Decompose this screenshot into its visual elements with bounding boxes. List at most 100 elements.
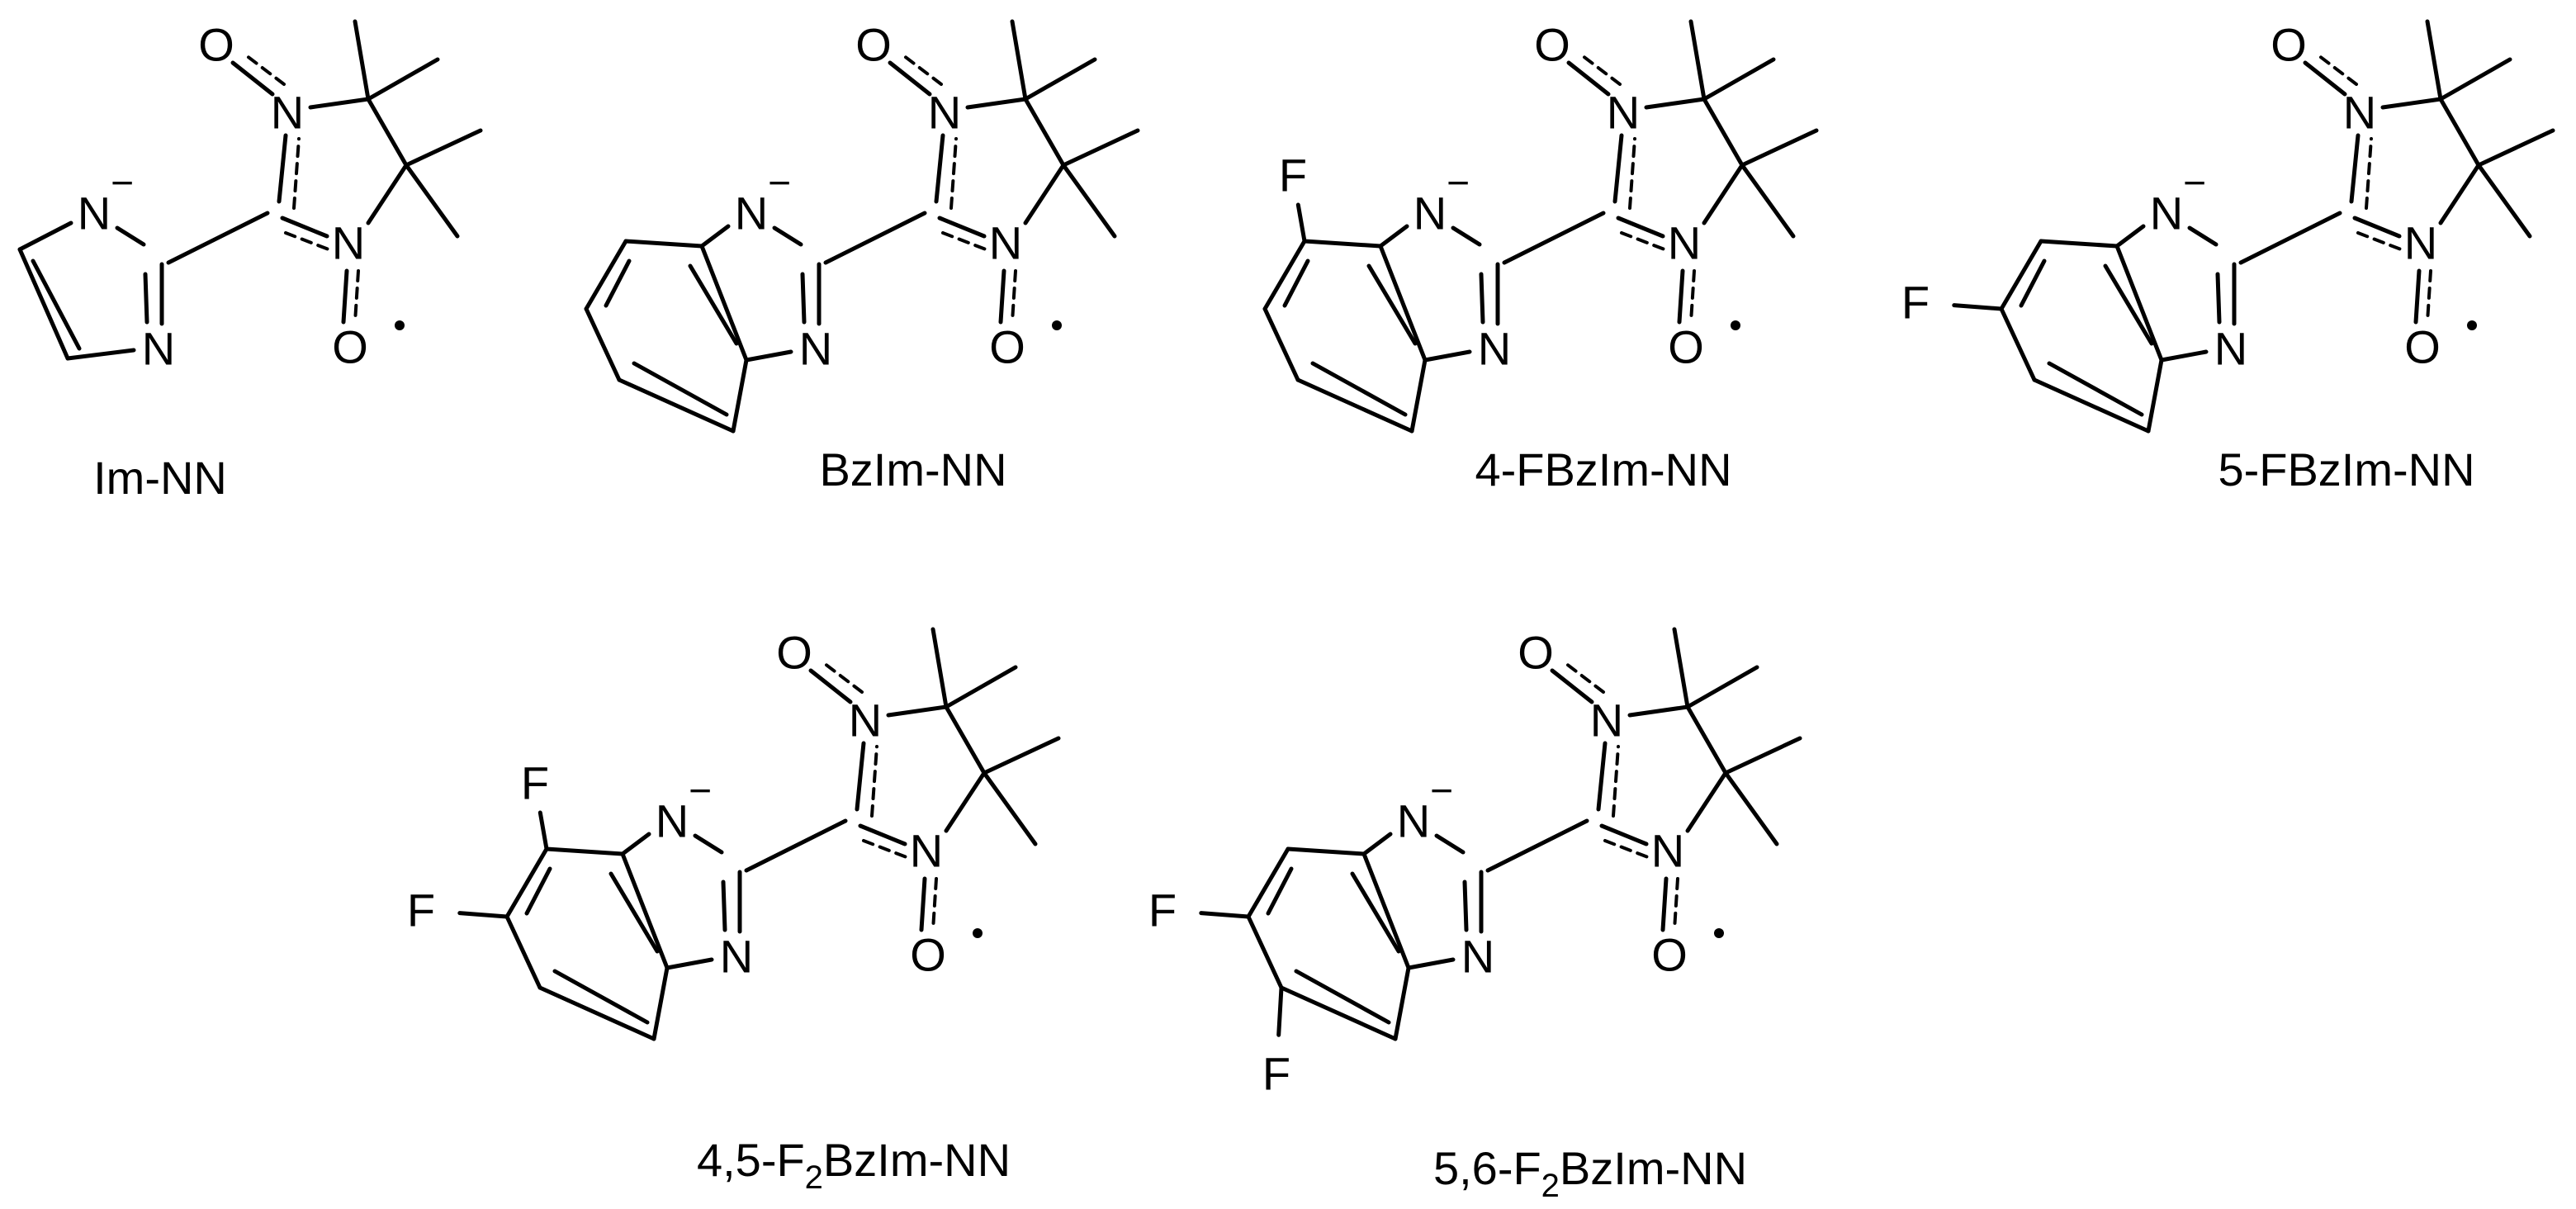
bond <box>937 216 987 239</box>
caption-part: 5,6-F <box>1433 1142 1541 1194</box>
bond <box>1295 377 1414 434</box>
bond <box>1479 272 1485 325</box>
bond <box>808 668 853 704</box>
bond <box>620 832 651 856</box>
bond <box>1702 97 1745 168</box>
nitrogen-atom: N <box>332 217 365 269</box>
bond <box>2114 244 2164 363</box>
methyl-bond <box>1723 770 1779 846</box>
bond <box>2146 358 2164 434</box>
bond <box>1023 97 1066 168</box>
bond <box>632 361 729 417</box>
nitrogen-atom: N <box>1461 931 1494 983</box>
fluorine-atom: F <box>407 884 435 936</box>
bond <box>277 133 288 204</box>
fluorine-bond <box>537 810 549 851</box>
bond <box>1423 349 1472 363</box>
oxygen-atom: O <box>2271 19 2307 71</box>
bond <box>230 60 275 97</box>
oxygen-atom: O <box>989 321 1025 373</box>
bond <box>623 239 704 249</box>
bond <box>544 846 625 856</box>
bond <box>2187 225 2218 247</box>
bond <box>651 965 670 1041</box>
fluorine-atom: F <box>1262 1048 1290 1100</box>
bond <box>772 225 803 247</box>
bond <box>1462 879 1469 932</box>
nitrogen-atom: N <box>989 217 1022 269</box>
bond <box>2380 97 2443 110</box>
delocalized-bond <box>1577 51 1622 86</box>
nitrogen-atom: N <box>1397 795 1430 847</box>
bond <box>1246 914 1284 990</box>
delocalized-bond <box>2426 269 2432 324</box>
delocalized-bond <box>941 231 987 251</box>
delocalized-bond <box>931 877 938 932</box>
methyl-bond <box>930 627 949 709</box>
fluorine-atom: F <box>521 757 549 809</box>
methyl-bond <box>404 128 483 168</box>
imidazolate-ring: N−N <box>735 162 832 375</box>
linking-bond <box>1502 211 1606 265</box>
bond <box>1550 668 1594 704</box>
bond <box>699 224 731 249</box>
bond <box>2019 258 2047 308</box>
delocalized-bond <box>898 51 943 86</box>
caption-subscript: 2 <box>805 1159 823 1196</box>
bond <box>2438 163 2481 225</box>
nitrogen-atom: N <box>78 187 111 239</box>
bond <box>2039 239 2119 249</box>
negative-charge: − <box>111 162 134 206</box>
bond <box>537 985 656 1041</box>
fluorine-atom: F <box>1901 277 1930 329</box>
delocalized-bond <box>353 269 360 324</box>
nitrogen-atom: N <box>271 87 304 139</box>
bond <box>1660 876 1669 932</box>
bond <box>858 823 907 846</box>
nitrogen-atom: N <box>1668 217 1701 269</box>
bond <box>965 97 1028 110</box>
oxygen-atom: O <box>2404 321 2441 373</box>
nitrogen-atom: N <box>1607 87 1640 139</box>
bond <box>1616 216 1665 239</box>
imidazolate-ring: N−N <box>78 162 175 375</box>
caption-subscript: 2 <box>1541 1168 1560 1204</box>
bond <box>65 348 136 361</box>
bond <box>1677 268 1685 325</box>
bond <box>524 866 552 916</box>
delocalized-bond <box>284 231 330 251</box>
bond <box>584 239 628 311</box>
radical-dot <box>973 928 983 938</box>
bond <box>934 133 945 204</box>
caption-part: BzIm-NN <box>1560 1142 1747 1194</box>
bond <box>1627 704 1690 718</box>
oxygen-atom: O <box>855 19 892 71</box>
nitrogen-atom: N <box>2343 87 2376 139</box>
nitrogen-atom: N <box>910 825 943 877</box>
methyl-bond <box>2476 128 2555 168</box>
caption-part: 5-FBzIm-NN <box>2218 443 2474 495</box>
structure-caption: BzIm-NN <box>819 443 1006 495</box>
methyl-bond <box>982 736 1061 775</box>
negative-charge: − <box>1447 162 1470 206</box>
nitrogen-atom: N <box>799 323 832 375</box>
methyl-bond <box>2476 163 2532 239</box>
structure-caption: Im-NN <box>93 452 227 504</box>
methyl-bond <box>1685 665 1759 709</box>
bond <box>1266 866 1294 916</box>
bond <box>944 770 987 833</box>
methyl-bond <box>366 57 440 102</box>
negative-charge: − <box>1430 770 1453 813</box>
delocalized-bond <box>1628 137 1636 210</box>
nitrogen-atom: N <box>1651 825 1684 877</box>
linking-bond <box>166 211 270 265</box>
oxygen-atom: O <box>198 19 234 71</box>
